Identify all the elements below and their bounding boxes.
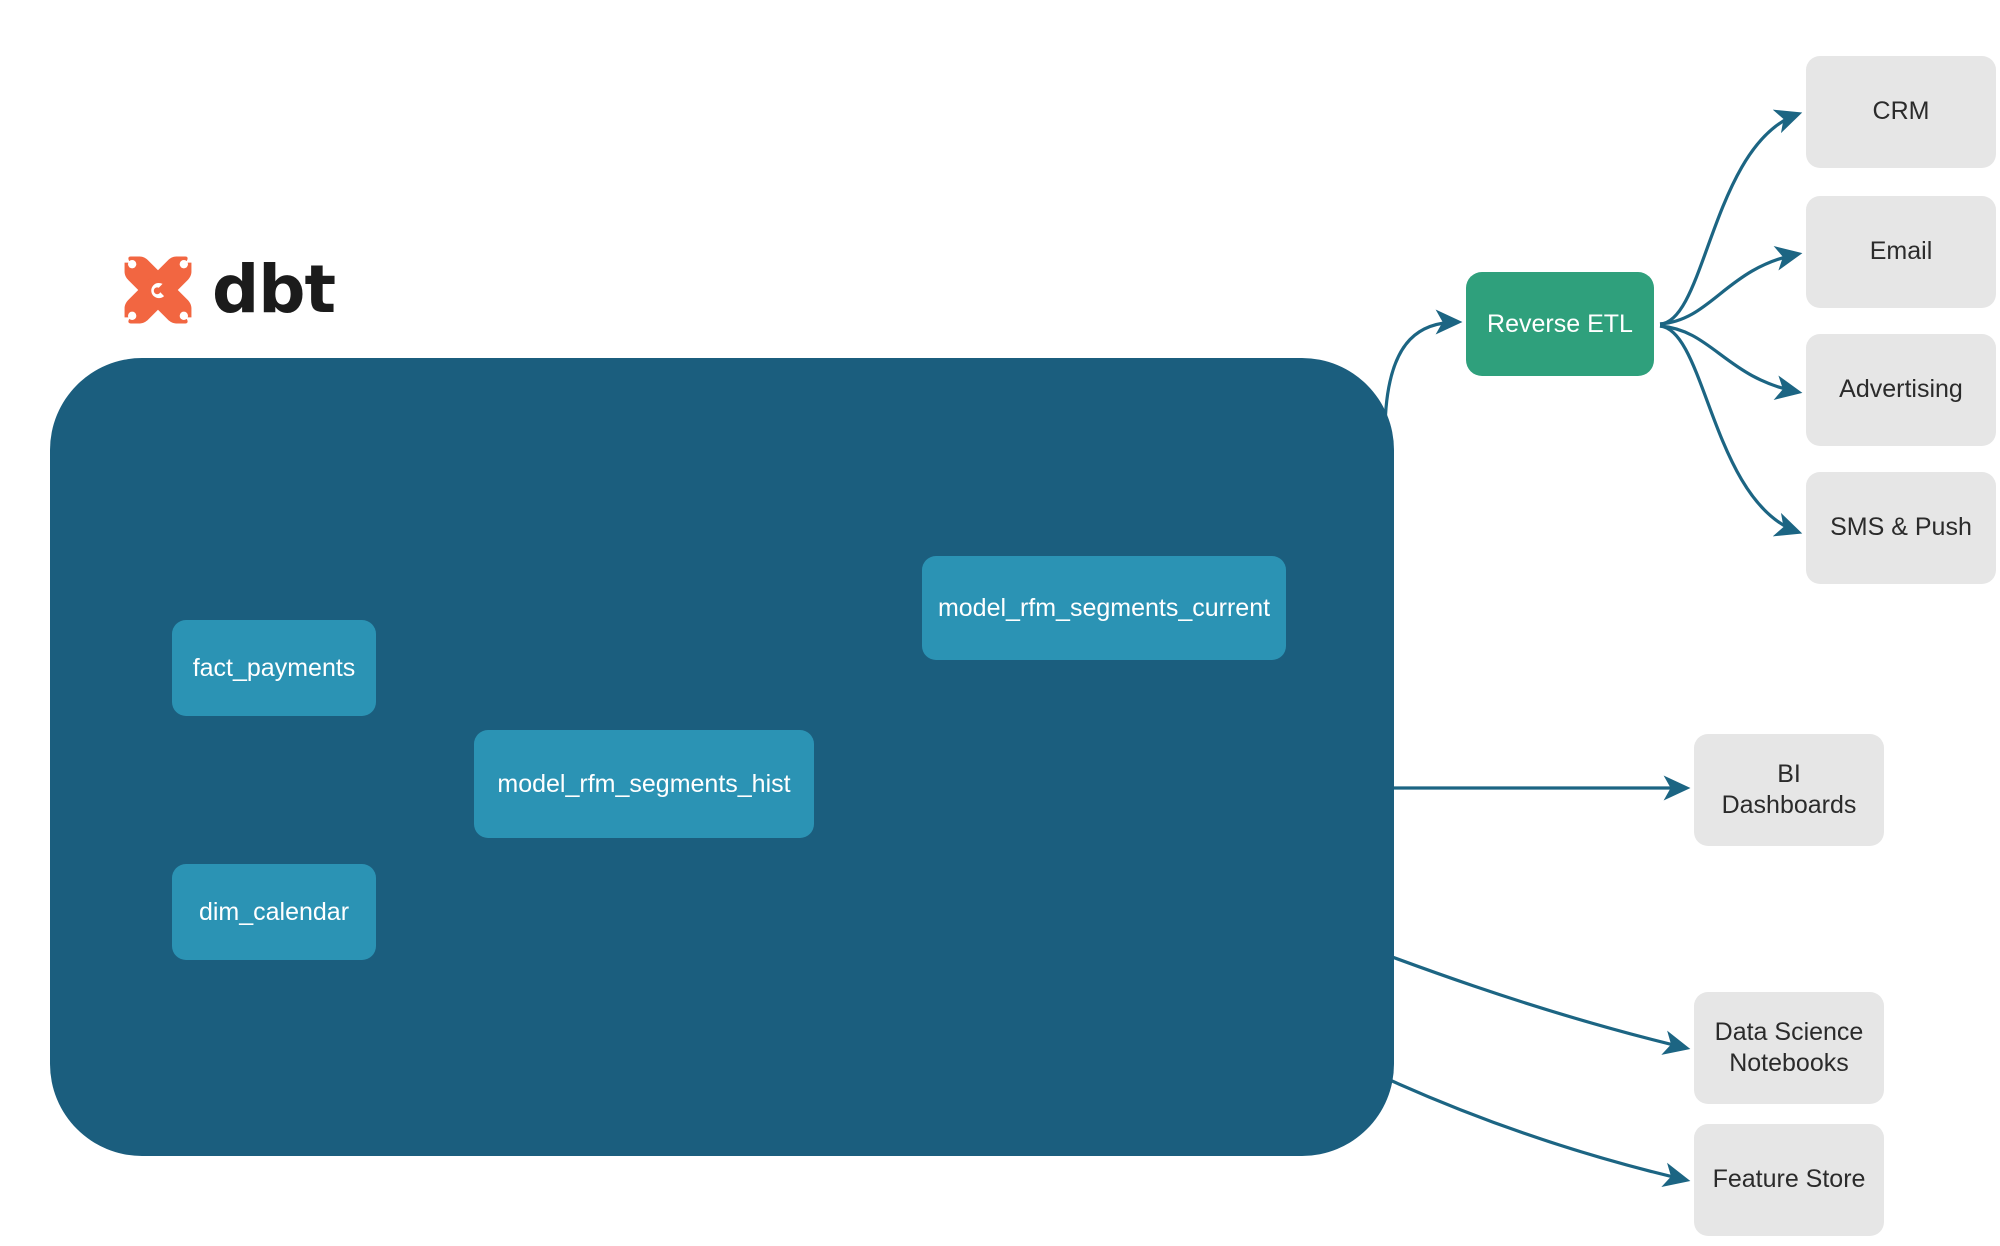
dbt-brand: dbt [120,251,336,328]
edge-reverse-etl-to-sms-push [1659,324,1803,537]
destination-node-data-science-notebooks[interactable]: Data Science Notebooks [1694,992,1884,1104]
model-node-model-rfm-segments-current[interactable]: model_rfm_segments_current [922,556,1286,660]
model-node-model-rfm-segments-hist[interactable]: model_rfm_segments_hist [474,730,814,838]
dbt-x-logo-icon [124,256,192,324]
destination-label-line2: Notebooks [1729,1049,1849,1077]
edge-reverse-etl-to-email [1659,246,1803,326]
model-node-fact-payments[interactable]: fact_payments [172,620,376,716]
destination-node-crm[interactable]: CRM [1806,56,1996,168]
reverse-etl-node[interactable]: Reverse ETL [1466,272,1654,376]
dbt-brand-label: dbt [212,251,336,328]
destination-node-feature-store[interactable]: Feature Store [1694,1124,1884,1236]
model-node-dim-calendar[interactable]: dim_calendar [172,864,376,960]
destination-label-line1: Data Science [1714,1017,1864,1046]
destination-node-email[interactable]: Email [1806,196,1996,308]
edge-reverse-etl-to-advertising [1659,324,1803,400]
destination-node-bi-dashboards[interactable]: BI Dashboards [1694,734,1884,846]
destination-node-sms-push[interactable]: SMS & Push [1806,472,1996,584]
destination-label-stack: Data Science Notebooks [1715,1017,1864,1080]
edge-reverse-etl-to-crm [1659,109,1803,326]
destination-node-advertising[interactable]: Advertising [1806,334,1996,446]
